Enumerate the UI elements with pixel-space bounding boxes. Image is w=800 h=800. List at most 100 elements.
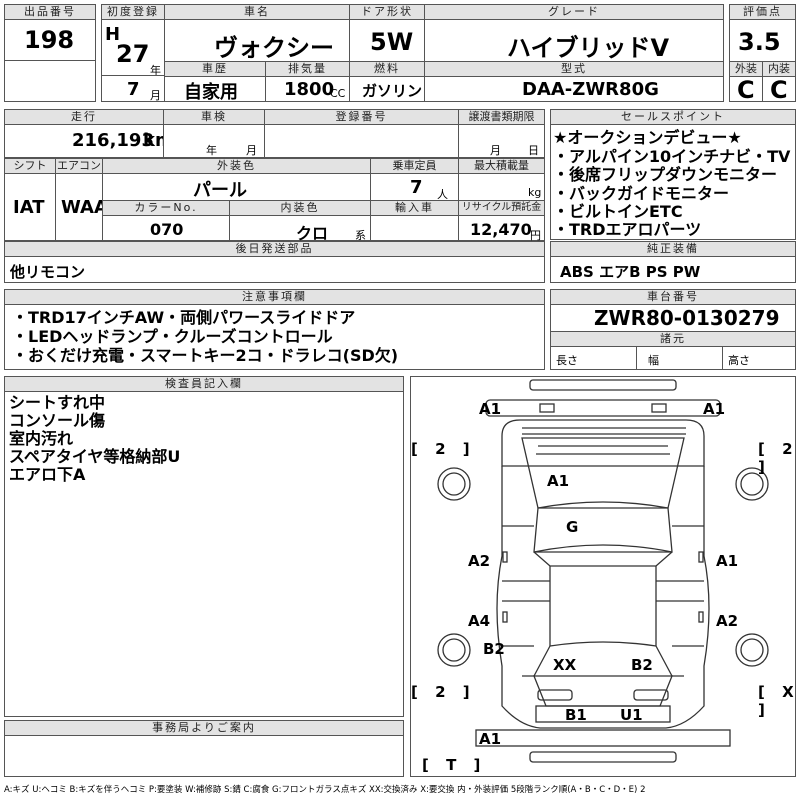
mark-rear-bottom: A1 <box>479 730 502 748</box>
displacement-header: 排気量 <box>265 61 350 77</box>
mark-bracket-rear-right: [ X ] <box>758 683 800 719</box>
exterior-header: 外装 <box>729 61 763 77</box>
shift: IAT <box>13 197 45 218</box>
grade-header: グレード <box>424 4 724 20</box>
recycle: 12,470 <box>470 220 532 239</box>
interior-header: 内装 <box>762 61 796 77</box>
later-parts-header: 後日発送部品 <box>4 241 545 257</box>
mark-rear-door-right: A2 <box>716 612 739 630</box>
chassis-no: ZWR80-0130279 <box>594 306 780 330</box>
ac-header: エアコン <box>55 158 103 174</box>
inspector-note-1: シートすれ中 <box>9 393 106 412</box>
mark-rear-right: B2 <box>631 656 653 674</box>
shift-cell <box>4 173 56 241</box>
lot-no-cell <box>4 19 96 61</box>
selling-point-5: ・ビルトインETC <box>553 202 683 221</box>
lot-no: 198 <box>24 26 75 54</box>
fuel-cell <box>349 76 425 102</box>
note-2: ・LEDヘッドランプ・クルーズコントロール <box>12 327 333 346</box>
inspection-year-unit: 年 <box>206 144 217 157</box>
equipment-header: 純正装備 <box>550 241 796 257</box>
inspector-note-2: コンソール傷 <box>9 411 106 430</box>
equipment-cell <box>550 256 796 283</box>
inspection-month-unit: 月 <box>246 144 257 157</box>
score-cell <box>729 19 796 62</box>
recycle-header: リサイクル預託金 <box>458 200 545 216</box>
chassis-header: 車台番号 <box>550 289 796 305</box>
mark-bracket-t: [ T ] <box>422 756 487 774</box>
exterior-cell <box>729 76 763 102</box>
load-cell <box>458 173 545 201</box>
color-no: 070 <box>150 220 184 239</box>
history-header: 車歴 <box>164 61 266 77</box>
selling-point-3: ・後席フリップダウンモニター <box>553 165 778 184</box>
color-no-header: カラーNo. <box>102 200 230 216</box>
load-unit: kg <box>528 186 542 199</box>
selling-points-cell <box>550 124 796 240</box>
width-label: 幅 <box>648 354 659 367</box>
selling-point-6: ・TRDエアロパーツ <box>553 220 702 239</box>
color-no-cell <box>102 215 230 241</box>
capacity-unit: 人 <box>437 188 448 201</box>
office-header: 事務局よりご案内 <box>4 720 404 736</box>
chassis-cell <box>550 304 796 332</box>
era: H <box>105 24 121 45</box>
car-diagram-frame <box>410 376 796 777</box>
car-name: ヴォクシー <box>214 34 334 62</box>
load-header: 最大積載量 <box>458 158 545 174</box>
grade: ハイブリッドV <box>507 34 670 62</box>
recycle-cell <box>458 215 545 241</box>
transfer-month-unit: 月 <box>490 144 501 157</box>
notes-cell <box>4 304 545 370</box>
recycle-unit: 円 <box>530 229 541 242</box>
mark-front-door-right: A1 <box>716 552 739 570</box>
capacity-header: 乗車定員 <box>370 158 459 174</box>
registration-cell <box>264 124 459 158</box>
reg-month-cell <box>101 75 165 102</box>
mark-rear-door-left: A4 <box>468 612 491 630</box>
note-1: ・TRD17インチAW・両側パワースライドドア <box>12 308 356 327</box>
color-header: 外装色 <box>102 158 371 174</box>
registration-header: 登録番号 <box>264 109 459 125</box>
interior-color-header: 内装色 <box>229 200 371 216</box>
inspection-cell <box>163 124 265 158</box>
interior-cell <box>762 76 796 102</box>
fuel-header: 燃料 <box>349 61 425 77</box>
displacement: 1800 <box>284 79 335 100</box>
displacement-unit: CC <box>330 87 346 100</box>
year-unit: 年 <box>150 64 161 77</box>
fuel: ガソリン <box>362 82 423 100</box>
mileage-value: 216,193 <box>72 130 154 151</box>
mark-tailgate: XX <box>553 656 577 674</box>
ac-cell <box>55 173 103 241</box>
later-parts: 他リモコン <box>10 263 86 281</box>
first-reg-cell <box>101 19 165 76</box>
selling-point-4: ・バックガイドモニター <box>553 184 730 203</box>
transfer-cell <box>458 124 545 158</box>
score: 3.5 <box>738 28 781 56</box>
office-cell <box>4 735 404 777</box>
first-reg-header: 初度登録 <box>101 4 165 20</box>
height-label: 高さ <box>728 354 750 367</box>
history-cell <box>164 76 266 102</box>
width-cell <box>636 346 723 370</box>
inspector-note-5: エアロ下A <box>9 465 86 484</box>
lot-no-header: 出品番号 <box>4 4 96 20</box>
mark-bracket-front-left: [ 2 ] <box>411 440 476 458</box>
score-header: 評価点 <box>729 4 796 20</box>
grade-cell <box>424 19 724 62</box>
import-cell <box>370 215 459 241</box>
dimensions-header: 諸元 <box>550 331 796 347</box>
capacity: 7 <box>410 177 423 198</box>
color-cell <box>102 173 371 201</box>
height-cell <box>722 346 796 370</box>
later-parts-cell <box>4 256 545 283</box>
mark-roof: G <box>566 518 579 536</box>
color: パール <box>193 180 247 201</box>
legend: A:キズ U:ヘコミ B:キズを伴うヘコミ P:要塗装 W:補修跡 S:錆 C:… <box>4 785 646 795</box>
history: 自家用 <box>184 82 238 103</box>
inspector-cell <box>4 391 404 717</box>
length-cell <box>550 346 637 370</box>
reg-year: 27 <box>116 40 150 68</box>
